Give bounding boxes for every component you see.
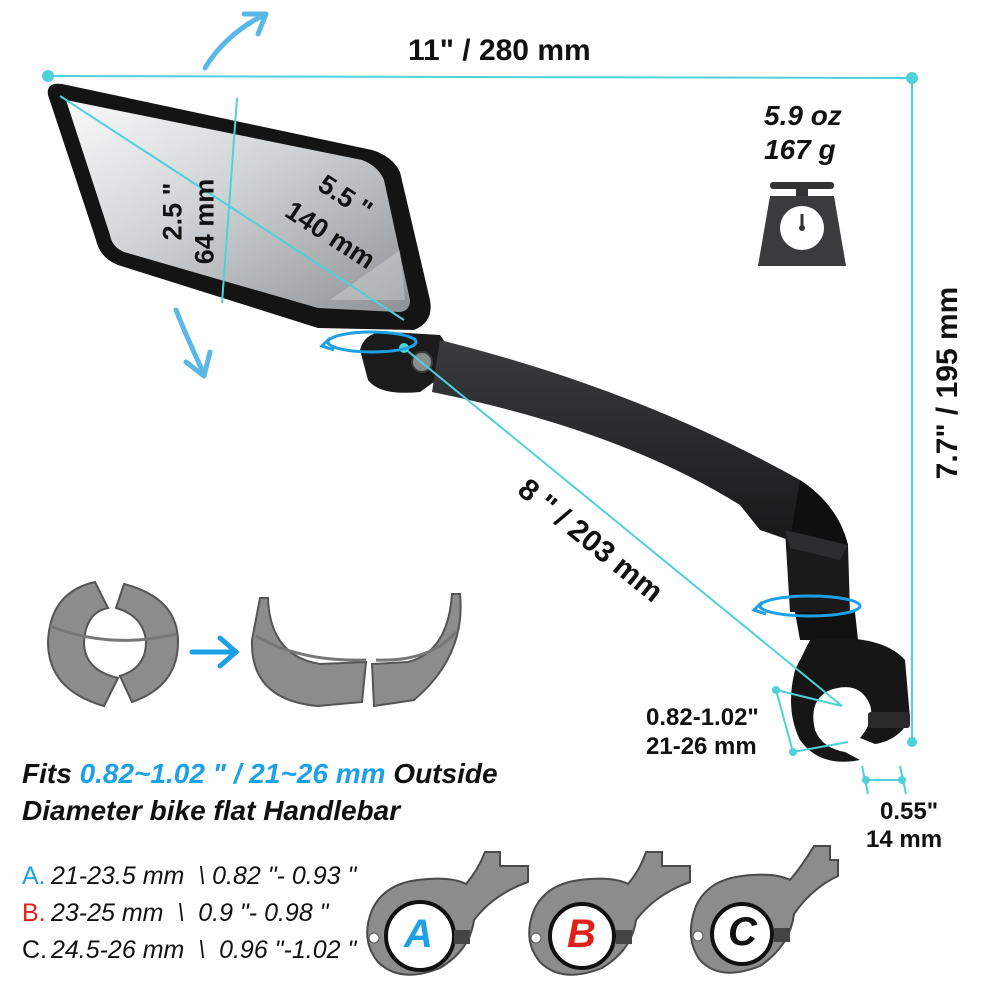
fits-line-2: Diameter bike flat Handlebar xyxy=(22,795,401,826)
dimension-endpoint xyxy=(907,737,917,747)
spacer-ring xyxy=(46,580,180,708)
size-letter-b: B. xyxy=(22,899,46,927)
swivel-arrow-icon xyxy=(751,594,862,618)
weight-g-label: 167 g xyxy=(764,134,836,165)
clip-letter-c: C xyxy=(728,910,757,954)
size-text-c: 24.5-26 mm \ 0.96 "-1.02 " xyxy=(50,936,357,964)
clip-a xyxy=(366,851,529,976)
swivel-arrow-icon xyxy=(319,330,418,354)
size-text-a: 21-23.5 mm \ 0.82 "- 0.93 " xyxy=(50,862,357,890)
mirror-height-mm-label: 64 mm xyxy=(189,178,220,265)
dimension-endpoint xyxy=(789,748,797,756)
dimension-lines xyxy=(47,75,913,795)
size-text-b: 23-25 mm \ 0.9 "- 0.98 " xyxy=(50,899,329,927)
swivel-stem xyxy=(785,530,858,640)
rotate-down-arrow-icon xyxy=(173,307,213,379)
dimension-endpoint xyxy=(862,776,870,784)
clamp-width-in-label: 0.55" xyxy=(880,798,939,825)
mirror-head xyxy=(47,83,431,330)
weight-oz-label: 5.9 oz xyxy=(764,100,842,131)
clamp-width-mm-label: 14 mm xyxy=(866,826,943,853)
fits-prefix: Fits xyxy=(22,758,80,789)
dimension-endpoint xyxy=(898,776,906,784)
mirror-height-in-label: 2.5 " xyxy=(157,182,188,241)
clip-b xyxy=(528,851,691,976)
spacer-halves xyxy=(250,593,462,708)
mirror-arm xyxy=(432,340,848,560)
size-row-c: C. 24.5-26 mm \ 0.96 "-1.02 " xyxy=(22,936,356,965)
scale-icon xyxy=(758,182,846,266)
rotate-up-arrow-icon xyxy=(202,11,269,71)
clip-letter-a: A xyxy=(404,912,433,956)
size-row-b: B. 23-25 mm \ 0.9 "- 0.98 " xyxy=(22,899,329,928)
right-arrow-icon xyxy=(189,635,240,669)
fits-suffix: Outside xyxy=(385,758,498,789)
dimension-endpoint xyxy=(772,686,780,694)
size-row-a: A. 21-23.5 mm \ 0.82 "- 0.93 " xyxy=(22,862,356,891)
dimension-endpoint xyxy=(42,70,54,82)
fits-line-1: Fits 0.82~1.02 " / 21~26 mm Outside xyxy=(22,758,498,790)
fits-range: 0.82~1.02 " / 21~26 mm xyxy=(79,758,386,789)
clip-letter-b: B xyxy=(567,912,596,956)
width-overall-label: 11" / 280 mm xyxy=(408,34,591,67)
handlebar-clamp xyxy=(791,638,910,762)
height-overall-label: 7.7" / 195 mm xyxy=(931,286,964,480)
clamp-diameter-in-label: 0.82-1.02" xyxy=(646,704,759,731)
size-letter-c: C. xyxy=(22,936,47,964)
clip-c xyxy=(689,845,839,974)
clamp-diameter-mm-label: 21-26 mm xyxy=(646,733,757,760)
size-letter-a: A. xyxy=(22,862,46,890)
dimension-endpoint xyxy=(906,72,918,84)
